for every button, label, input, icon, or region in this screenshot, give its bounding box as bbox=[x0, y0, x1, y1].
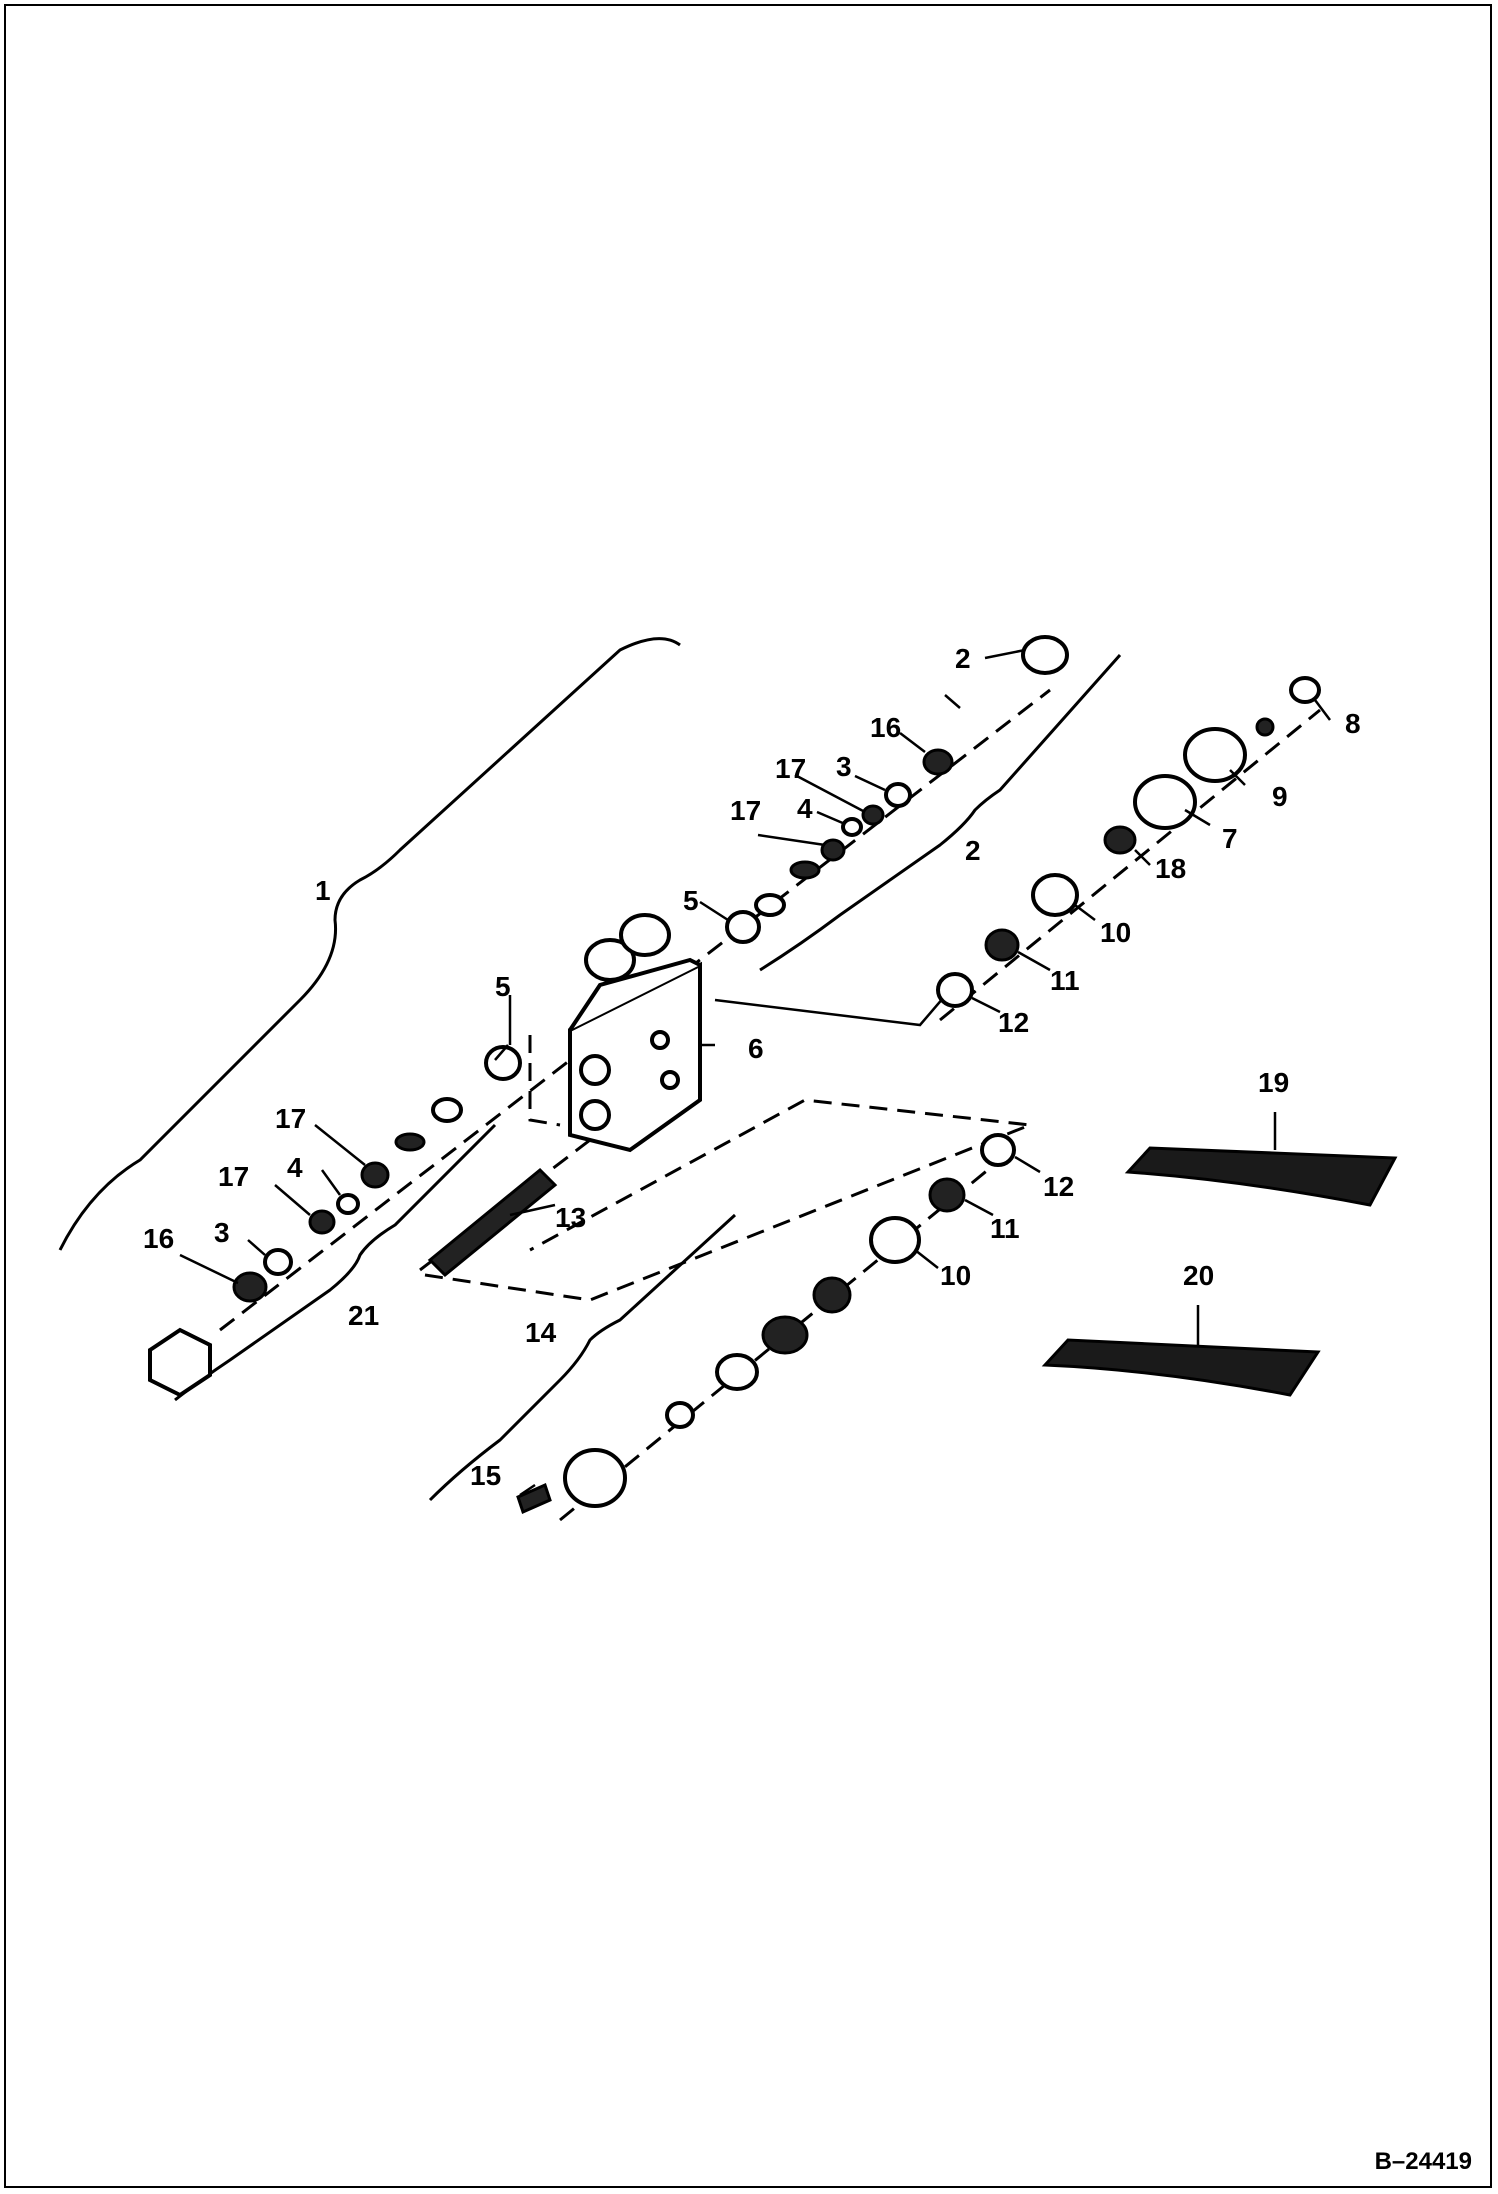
part-5-upper bbox=[725, 910, 761, 944]
part-4-upper bbox=[841, 817, 863, 837]
part-12-upper bbox=[936, 972, 974, 1008]
brace-14 bbox=[428, 1213, 737, 1502]
part-15-screw bbox=[516, 1482, 552, 1515]
part-13-spool bbox=[427, 1167, 558, 1278]
part-9-plate bbox=[1183, 727, 1247, 783]
part-4-lower bbox=[336, 1193, 360, 1215]
label-5-lower: 5 bbox=[495, 971, 511, 1002]
label-16-upper: 16 bbox=[870, 712, 901, 743]
part-16-upper bbox=[922, 748, 954, 776]
assembly-line-right bbox=[939, 708, 1321, 1022]
label-5-upper: 5 bbox=[683, 885, 699, 916]
label-9: 9 bbox=[1272, 781, 1288, 812]
leader-lines bbox=[179, 648, 1331, 1497]
label-4-lower: 4 bbox=[287, 1152, 303, 1183]
part-spring-coil bbox=[761, 1315, 809, 1355]
label-13: 13 bbox=[555, 1202, 586, 1233]
label-18: 18 bbox=[1155, 853, 1186, 884]
part-3-upper bbox=[884, 782, 912, 808]
part-poppet-lower bbox=[431, 1097, 463, 1123]
label-15: 15 bbox=[470, 1460, 501, 1491]
label-1: 1 bbox=[315, 875, 331, 906]
valve-body-6 bbox=[568, 913, 702, 1153]
part-7-plate bbox=[1133, 774, 1197, 830]
label-14: 14 bbox=[525, 1317, 557, 1348]
label-10-lower: 10 bbox=[940, 1260, 971, 1291]
diagram-frame bbox=[4, 4, 1492, 2188]
label-12-upper: 12 bbox=[998, 1007, 1029, 1038]
label-4-upper: 4 bbox=[797, 793, 813, 824]
label-7: 7 bbox=[1222, 823, 1238, 854]
part-11-upper bbox=[984, 928, 1020, 962]
part-17-upper-b bbox=[820, 838, 846, 862]
label-17-lower-a: 17 bbox=[218, 1161, 249, 1192]
part-8-nut bbox=[1255, 717, 1275, 737]
label-2-top: 2 bbox=[955, 643, 971, 674]
part-2-plug bbox=[1021, 635, 1069, 675]
part-spacer bbox=[665, 1401, 695, 1429]
label-17-upper-a: 17 bbox=[775, 753, 806, 784]
part-spring-seat bbox=[715, 1353, 759, 1391]
part-spring-cup bbox=[812, 1276, 852, 1314]
part-poppet-upper bbox=[754, 893, 786, 917]
label-17-lower-b: 17 bbox=[275, 1103, 306, 1134]
part-17-lower-a bbox=[308, 1209, 336, 1235]
label-11-lower: 11 bbox=[990, 1213, 1020, 1244]
part-19-decal bbox=[1124, 1146, 1398, 1207]
part-11-lower bbox=[928, 1177, 966, 1213]
assembly-line-6 bbox=[714, 989, 951, 1027]
drawing-reference-number: B–24419 bbox=[1374, 2148, 1472, 2175]
label-6: 6 bbox=[748, 1033, 764, 1064]
part-18-ring bbox=[1103, 825, 1137, 855]
label-2-brace: 2 bbox=[965, 835, 981, 866]
part-20-decal bbox=[1041, 1338, 1321, 1397]
label-11-upper: 11 bbox=[1050, 965, 1080, 996]
part-10-upper bbox=[1031, 873, 1079, 917]
label-21: 21 bbox=[348, 1300, 379, 1331]
part-8-screw bbox=[1289, 676, 1321, 704]
part-17-lower-b bbox=[360, 1161, 390, 1189]
part-10-lower bbox=[869, 1216, 921, 1264]
part-3-lower bbox=[263, 1248, 293, 1276]
brace-2 bbox=[759, 654, 1122, 972]
label-3-lower: 3 bbox=[214, 1217, 230, 1248]
label-8: 8 bbox=[1345, 708, 1361, 739]
part-spring-upper bbox=[789, 860, 821, 880]
label-20: 20 bbox=[1183, 1260, 1214, 1291]
part-spring-lower bbox=[394, 1132, 426, 1152]
assembly-line-5 bbox=[528, 1035, 561, 1127]
part-16-lower bbox=[232, 1271, 268, 1303]
part-17-upper-a bbox=[861, 804, 885, 826]
label-3-upper: 3 bbox=[836, 751, 852, 782]
label-12-lower: 12 bbox=[1043, 1171, 1074, 1202]
part-12-lower bbox=[980, 1133, 1016, 1167]
label-17-upper-b: 17 bbox=[730, 795, 761, 826]
brace-1 bbox=[58, 637, 681, 1251]
label-16-lower: 16 bbox=[143, 1223, 174, 1254]
part-hex-bolt bbox=[148, 1327, 212, 1398]
label-19: 19 bbox=[1258, 1067, 1289, 1098]
part-5-lower bbox=[484, 1045, 522, 1081]
label-10-upper: 10 bbox=[1100, 917, 1131, 948]
part-end-cap bbox=[563, 1448, 627, 1508]
